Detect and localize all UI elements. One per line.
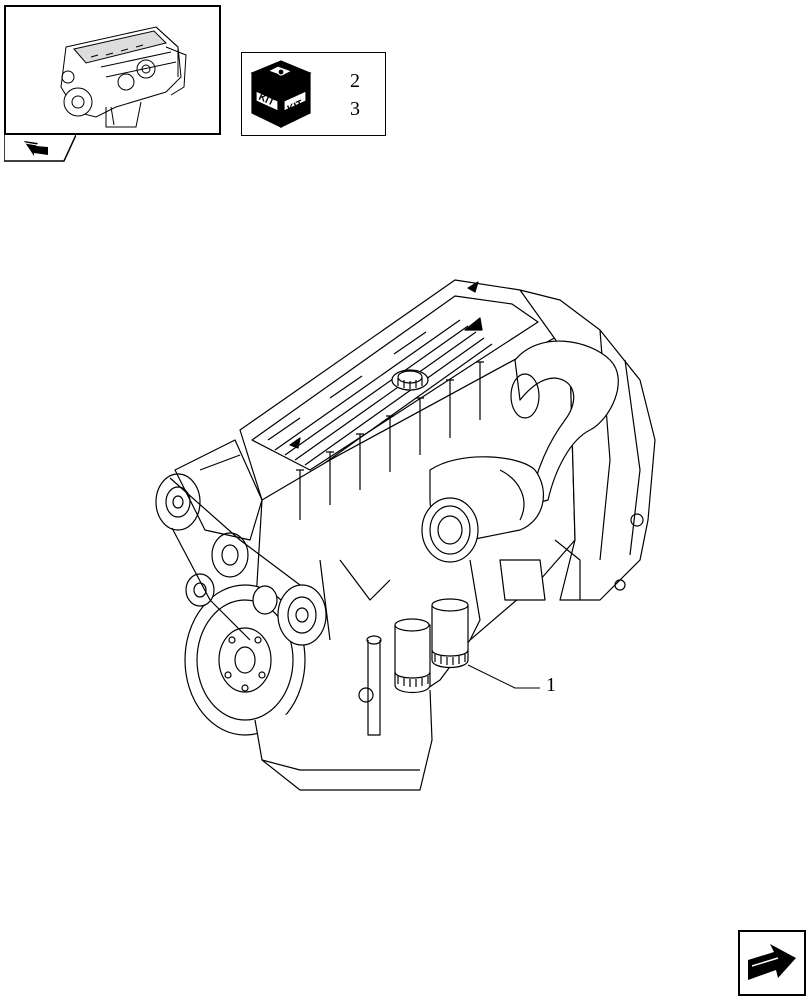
return-arrow-icon — [4, 135, 76, 162]
oil-pan — [254, 689, 433, 791]
intake-pipe — [514, 340, 619, 506]
crank-pulley — [184, 584, 306, 736]
next-page-arrow-icon — [738, 930, 806, 996]
kit-ref-number: 3 — [350, 98, 360, 120]
callout-leader-1 — [467, 664, 540, 689]
engine-thumbnail-frame[interactable] — [4, 5, 221, 135]
oil-filler-cap — [391, 369, 429, 391]
oil-filter-2 — [431, 604, 469, 669]
oil-filter-1 — [394, 624, 431, 694]
turbo-outlet — [421, 497, 479, 563]
kit-reference-box: KIT KIT 2 3 — [241, 52, 386, 136]
kit-ref-number: 2 — [350, 70, 360, 92]
return-tab[interactable] — [4, 135, 76, 163]
fan-pulley — [155, 473, 201, 531]
flywheel-housing — [519, 289, 656, 601]
idler-pulley — [277, 584, 327, 646]
engine-thumbnail-icon — [60, 26, 187, 128]
callout-number-1: 1 — [546, 674, 556, 696]
kit-box-icon: KIT KIT — [250, 60, 312, 128]
next-page-button[interactable] — [738, 930, 806, 996]
